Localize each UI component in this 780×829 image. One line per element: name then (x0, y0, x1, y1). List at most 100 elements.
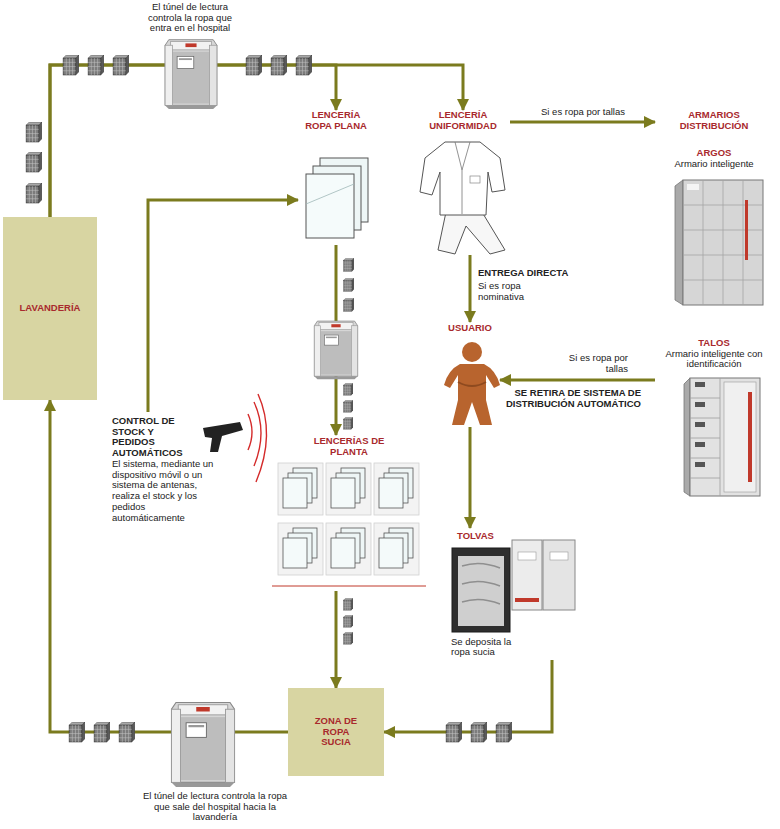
user-figure-part (462, 342, 482, 362)
floor-linen-grid-part (331, 468, 365, 508)
garment-pack-part (471, 722, 487, 742)
edge-label: Si es ropa por tallas (528, 107, 638, 118)
node-text: El sistema, mediante un dispositivo móvi… (112, 459, 216, 523)
node-title: ARMARIOS DISTRIBUCIÓN (664, 110, 764, 131)
uniform-drawing-part (438, 212, 505, 254)
garment-pack-part (344, 417, 353, 429)
talos-cabinet-part (695, 442, 705, 447)
reading-tunnel-part (165, 40, 217, 109)
edge-label: Si es ropa por tallas (566, 353, 628, 374)
floor-linen-grid-part (379, 468, 413, 508)
laundry-chute (452, 540, 575, 632)
handheld-scanner-part (254, 402, 261, 466)
garment-pack-part (113, 55, 129, 75)
process-box: LAVANDERÍA (3, 217, 97, 400)
garment-pack-part (446, 722, 462, 742)
argos-cabinet-part (687, 184, 699, 190)
garment-pack-part (246, 55, 262, 75)
talos-cabinet-part (690, 378, 720, 496)
uniform-drawing-part (420, 142, 505, 215)
linen-station: LENCERÍA UNIFORMIDAD (416, 110, 510, 255)
node-title: LENCERÍA ROPA PLANA (305, 110, 367, 131)
node-title: LENCERÍAS DE PLANTA (309, 436, 389, 457)
node-text: Se deposita la ropa sucia (451, 637, 523, 658)
laundry-chute-part (462, 563, 500, 604)
garment-pack-part (26, 122, 42, 142)
garment-pack-part (69, 722, 85, 742)
floor-linen-grid-part (283, 468, 317, 508)
linen-station: LENCERÍAS DE PLANTA (272, 435, 426, 591)
laundry-chute-part (550, 552, 568, 560)
node-title: USUARIO (440, 323, 500, 334)
connector (50, 400, 288, 732)
talos-cabinet-part (695, 382, 705, 387)
laundry-chute-part (458, 556, 504, 626)
connector (469, 255, 472, 322)
floor-linen-grid-part (283, 528, 317, 568)
connector (510, 121, 655, 124)
chute-station: TOLVASSe deposita la ropa sucia (445, 528, 580, 660)
user: USUARIO (440, 322, 500, 427)
node-title: LAVANDERÍA (20, 303, 81, 314)
garment-pack-part (119, 722, 135, 742)
garment-pack-part (94, 722, 110, 742)
garment-pack-part (344, 598, 353, 610)
connector (335, 591, 338, 688)
garment-pack-part (296, 55, 312, 75)
talos-cabinet-part (748, 392, 752, 482)
garment-pack-part (344, 400, 353, 412)
user-figure (444, 342, 500, 425)
garment-pack-part (63, 55, 79, 75)
laundry-chute-part (512, 540, 542, 610)
process-box: ZONA DE ROPA SUCIA (288, 688, 384, 776)
floor-linen-grid-part (278, 523, 323, 575)
flat-linen-stack-part (306, 174, 354, 238)
floor-linen-grid-part (374, 523, 419, 575)
laundry-chute-part (452, 548, 510, 632)
reading-tunnel-part (314, 321, 357, 379)
note-label: SE RETIRA DE SISTEMA DE DISTRIBUCIÓN AUT… (505, 388, 641, 409)
node-text: Armario inteligente (655, 159, 773, 170)
talos-cabinet-part (695, 402, 705, 407)
reading-tunnel-part (172, 703, 235, 787)
node-text: Armario inteligente con identificación (658, 349, 770, 370)
user-figure-part (458, 382, 486, 386)
node-title: TALOS (655, 338, 773, 349)
garment-pack-part (26, 183, 42, 203)
node-title: ZONA DE ROPA SUCIA (310, 716, 362, 748)
connector (50, 65, 463, 217)
uniform-drawing-part (455, 142, 470, 214)
node-title: LENCERÍA UNIFORMIDAD (417, 110, 509, 131)
floor-linen-grid-part (278, 463, 323, 515)
talos-cabinet-part (695, 462, 705, 467)
talos-cabinet-part (724, 382, 756, 492)
linen-station: LENCERÍA ROPA PLANA (298, 110, 374, 245)
flat-linen-stack-part (306, 184, 354, 204)
connector (500, 379, 655, 382)
floor-linen-grid-part (374, 463, 419, 515)
garment-pack-part (344, 615, 353, 627)
talos-cabinet-part (690, 378, 760, 496)
edge-label: ENTREGA DIRECTA (478, 268, 568, 279)
garment-pack-part (88, 55, 104, 75)
node-title: CONTROL DE STOCK Y PEDIDOS AUTOMÁTICOS (112, 416, 184, 459)
garment-pack-part (26, 152, 42, 172)
talos-cabinet-part (695, 422, 705, 427)
user-figure-part (444, 364, 500, 425)
uniform-drawing (420, 142, 505, 254)
floor-linen-grid-part (331, 528, 365, 568)
floor-linen-grid-part (326, 463, 371, 515)
cabinet: TALOSArmario inteligente con identificac… (655, 338, 773, 500)
garment-pack-part (496, 722, 512, 742)
garment-pack-part (344, 383, 353, 395)
garment-pack (26, 55, 512, 742)
talos-cabinet (684, 378, 760, 496)
floor-linen-grid-part (326, 523, 371, 575)
laundry-chute-part (543, 540, 575, 610)
reading-tunnel (165, 40, 358, 787)
connector (148, 200, 298, 412)
handheld-scanner-part (248, 414, 252, 450)
garment-pack-part (344, 258, 354, 271)
